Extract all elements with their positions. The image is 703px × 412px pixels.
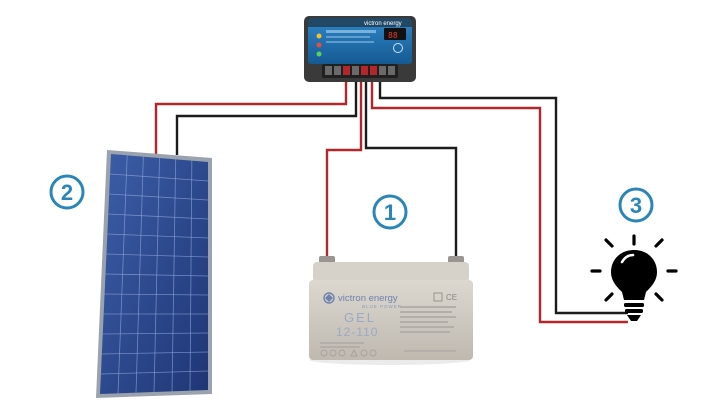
- marker-battery: 1: [372, 194, 408, 230]
- marker-panel: 2: [49, 174, 85, 210]
- panel-grid-line: [106, 253, 209, 258]
- marker-battery-label: 1: [384, 200, 396, 225]
- battery-type: GEL: [344, 310, 376, 325]
- victron-logo-icon: [323, 292, 335, 304]
- solar-cells: [100, 155, 209, 394]
- panel-grid-line: [101, 351, 209, 355]
- svg-text:CE: CE: [446, 293, 457, 302]
- wire-panel-negative: [175, 70, 358, 155]
- battery-fine-print: [320, 306, 456, 352]
- panel-grid-line: [108, 213, 209, 220]
- panel-grid-line: [102, 332, 209, 335]
- battery-tagline: BLUE POWER: [362, 304, 402, 309]
- controller-display: 88: [388, 31, 398, 40]
- wire-battery-negative: [364, 70, 458, 258]
- wire-load-negative: [378, 70, 628, 315]
- ce-mark-icon: CE: [433, 292, 457, 302]
- wire-panel-positive: [154, 70, 348, 155]
- battery-model: 12-110: [336, 325, 378, 339]
- panel-grid-line: [105, 273, 209, 277]
- panel-grid-line: [104, 293, 209, 296]
- panel-grid-line: [110, 173, 209, 182]
- battery-brand: victron energy: [338, 293, 398, 304]
- charge-controller: victron energy 88: [304, 16, 416, 82]
- wire-load-positive: [370, 70, 628, 324]
- marker-panel-label: 2: [61, 180, 73, 205]
- panel-grid-line: [107, 233, 209, 239]
- controller-led-yellow: [316, 33, 322, 39]
- wires: [154, 70, 628, 324]
- controller-terminals: [325, 66, 395, 75]
- marker-load: 3: [618, 187, 654, 223]
- battery: victron energy BLUE POWER GEL 12-110 CE: [309, 256, 473, 365]
- light-bulb-icon: [590, 234, 678, 321]
- controller-button: [393, 43, 403, 53]
- battery-warning-icons: [320, 348, 377, 357]
- marker-load-label: 3: [630, 193, 642, 218]
- panel-grid-line: [109, 193, 209, 201]
- panel-grid-line: [100, 370, 209, 375]
- controller-brand: victron energy: [364, 21, 402, 27]
- solar-panel: [96, 150, 212, 398]
- wire-battery-positive: [325, 70, 363, 258]
- controller-led-green: [316, 51, 322, 57]
- controller-led-red: [316, 42, 322, 48]
